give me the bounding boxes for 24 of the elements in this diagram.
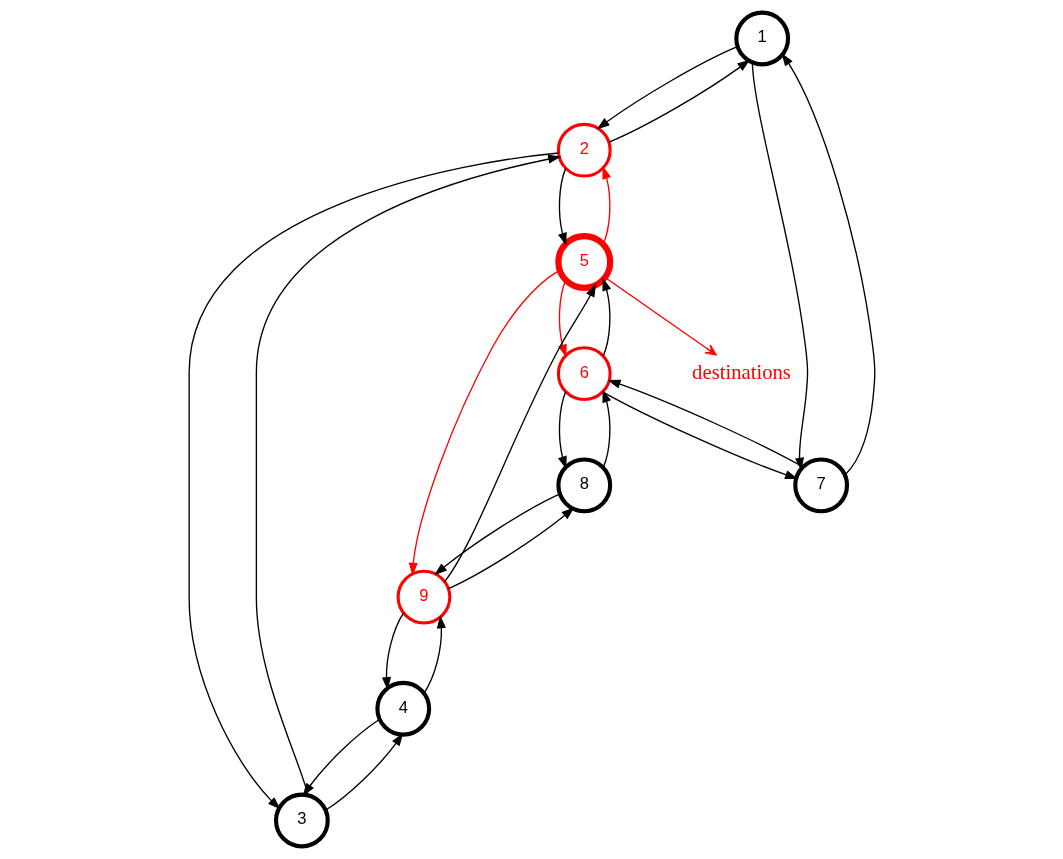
arrow bbox=[601, 391, 798, 480]
node-text: destinations bbox=[691, 360, 791, 383]
arrow bbox=[601, 165, 611, 245]
arrow bbox=[187, 152, 559, 810]
arrow bbox=[751, 62, 808, 471]
arrow bbox=[324, 733, 403, 811]
arrow bbox=[607, 59, 750, 143]
arrow bbox=[601, 277, 611, 357]
arrow bbox=[596, 46, 738, 130]
arrow bbox=[604, 276, 717, 356]
arrow bbox=[557, 279, 567, 358]
node-circle: 9 bbox=[396, 569, 451, 625]
arrow bbox=[443, 283, 596, 583]
arrow bbox=[781, 53, 875, 476]
arrow bbox=[447, 507, 574, 590]
arrow bbox=[557, 167, 567, 246]
arrow bbox=[255, 154, 561, 796]
arrow bbox=[433, 493, 560, 576]
node-circle: 1 bbox=[733, 10, 790, 67]
arrow bbox=[601, 389, 611, 469]
arrow bbox=[408, 269, 560, 576]
node-circle: 4 bbox=[374, 680, 431, 737]
node-circle: 3 bbox=[273, 792, 330, 849]
arrow bbox=[422, 615, 446, 694]
